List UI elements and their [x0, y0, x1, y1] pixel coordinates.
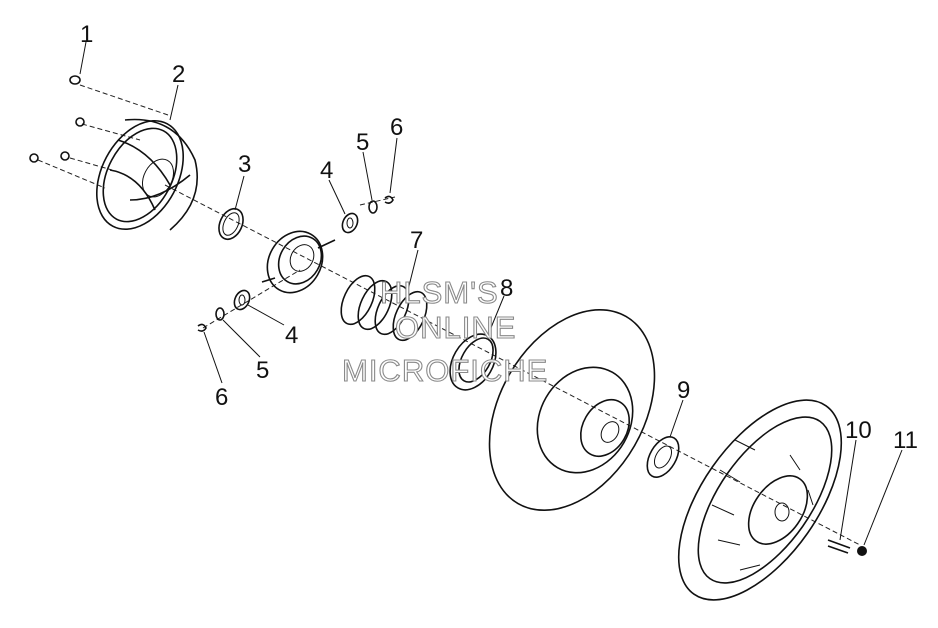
- spider-cover: [677, 399, 843, 601]
- watermark: HLSM'S ONLINE MICROFICHE: [341, 274, 548, 388]
- label-part-4-top: 4: [320, 157, 333, 184]
- part-3-snap-ring: [218, 207, 244, 241]
- label-part-5-bottom: 5: [256, 357, 269, 384]
- label-part-1: 1: [80, 21, 93, 48]
- label-part-10: 10: [845, 417, 872, 444]
- label-part-6-top: 6: [390, 114, 403, 141]
- part-10-stud: [827, 539, 851, 554]
- label-part-3: 3: [238, 151, 251, 178]
- label-part-11: 11: [893, 427, 918, 454]
- label-part-9: 9: [677, 377, 690, 404]
- part-4-bearings: [233, 212, 359, 311]
- movable-sheave: [488, 308, 656, 512]
- label-part-6-bottom: 6: [215, 384, 228, 411]
- part-11-nut: [857, 546, 867, 556]
- part-9-washer: [646, 436, 680, 478]
- label-part-7: 7: [410, 227, 423, 254]
- watermark-line-3: MICROFICHE: [342, 353, 548, 388]
- part-5-washers: [215, 200, 378, 321]
- label-part-2: 2: [172, 61, 185, 88]
- label-part-4-bottom: 4: [285, 322, 298, 349]
- part-7-spring: [340, 274, 428, 342]
- label-part-8: 8: [500, 275, 513, 302]
- part-1-screws: [29, 75, 85, 163]
- part-6-clips: [197, 195, 394, 332]
- cam-housing: [261, 230, 336, 294]
- watermark-line-1: HLSM'S: [380, 275, 499, 310]
- part-8-ring: [449, 333, 497, 391]
- callout-labels: 1 2 3 4 5 6 7 8 4 5 6 9 10 11: [80, 21, 918, 454]
- leader-lines: [79, 41, 903, 546]
- label-part-5-top: 5: [356, 129, 369, 156]
- watermark-line-2: ONLINE: [395, 310, 516, 345]
- part-2-fixed-cover: [95, 118, 198, 231]
